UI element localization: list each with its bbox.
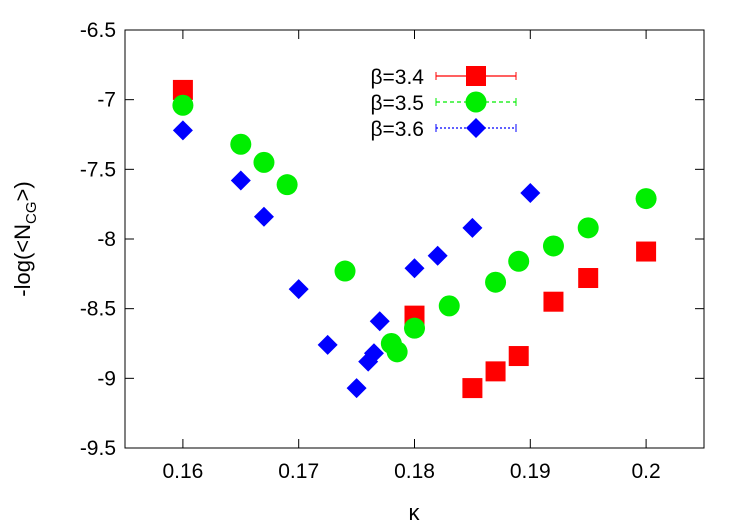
square-point	[636, 241, 657, 262]
circle-point	[172, 94, 194, 116]
diamond-point	[404, 258, 425, 279]
x-tick-label: 0.18	[394, 460, 435, 483]
diamond-point	[462, 217, 483, 238]
square-point	[462, 378, 483, 399]
legend-circle-icon	[465, 91, 487, 113]
circle-point	[438, 295, 460, 317]
circle-point	[230, 133, 252, 155]
series-2	[172, 94, 657, 363]
y-axis: -6.5 -7 -7.5 -8 -8.5 -9 -9.5	[80, 19, 704, 460]
x-tick-label: 0.16	[162, 460, 203, 483]
square-point	[578, 268, 599, 289]
x-tick-label: 0.2	[631, 460, 660, 483]
y-tick-label: -6.5	[80, 19, 116, 42]
legend: β=3.4 β=3.5 β=3.6	[370, 66, 517, 141]
y-axis-label: -log(<NCG>)	[10, 181, 40, 296]
circle-point	[334, 260, 356, 282]
diamond-point	[172, 120, 193, 141]
y-tick-label: -7	[97, 89, 116, 112]
diamond-point	[317, 334, 338, 355]
circle-point	[276, 174, 298, 196]
diamond-point	[520, 183, 541, 204]
series-3	[172, 120, 541, 399]
circle-point	[404, 317, 425, 339]
circle-point	[386, 341, 408, 363]
diamond-point	[230, 170, 251, 191]
legend-diamond-icon	[466, 118, 486, 138]
y-tick-label: -8	[97, 228, 116, 251]
y-tick-label: -8.5	[80, 298, 116, 321]
circle-point	[485, 271, 507, 293]
square-point	[485, 361, 506, 382]
x-tick-label: 0.17	[278, 460, 319, 483]
diamond-point	[253, 206, 274, 227]
y-tick-label: -9.5	[80, 437, 116, 460]
square-point	[172, 79, 193, 100]
legend-label: β=3.4	[370, 66, 424, 89]
circle-point	[542, 235, 564, 257]
diamond-point	[288, 279, 309, 300]
legend-label: β=3.5	[370, 92, 424, 115]
diamond-point	[363, 343, 384, 364]
square-point	[543, 291, 564, 312]
x-axis: 0.16 0.17 0.18 0.19 0.2	[162, 30, 661, 483]
data-marks	[172, 79, 657, 399]
circle-point	[508, 250, 530, 272]
y-tick-label: -9	[97, 367, 116, 390]
circle-point	[635, 188, 657, 210]
diamond-point	[369, 311, 390, 332]
y-tick-label: -7.5	[80, 158, 116, 181]
circle-point	[253, 151, 275, 173]
diamond-point	[427, 245, 448, 266]
x-tick-label: 0.19	[510, 460, 551, 483]
legend-square-icon	[466, 66, 486, 86]
x-axis-label: κ	[409, 500, 421, 523]
circle-point	[577, 217, 599, 239]
series-1	[172, 79, 657, 399]
diamond-point	[346, 378, 367, 399]
square-point	[508, 346, 529, 367]
legend-label: β=3.6	[370, 118, 424, 141]
